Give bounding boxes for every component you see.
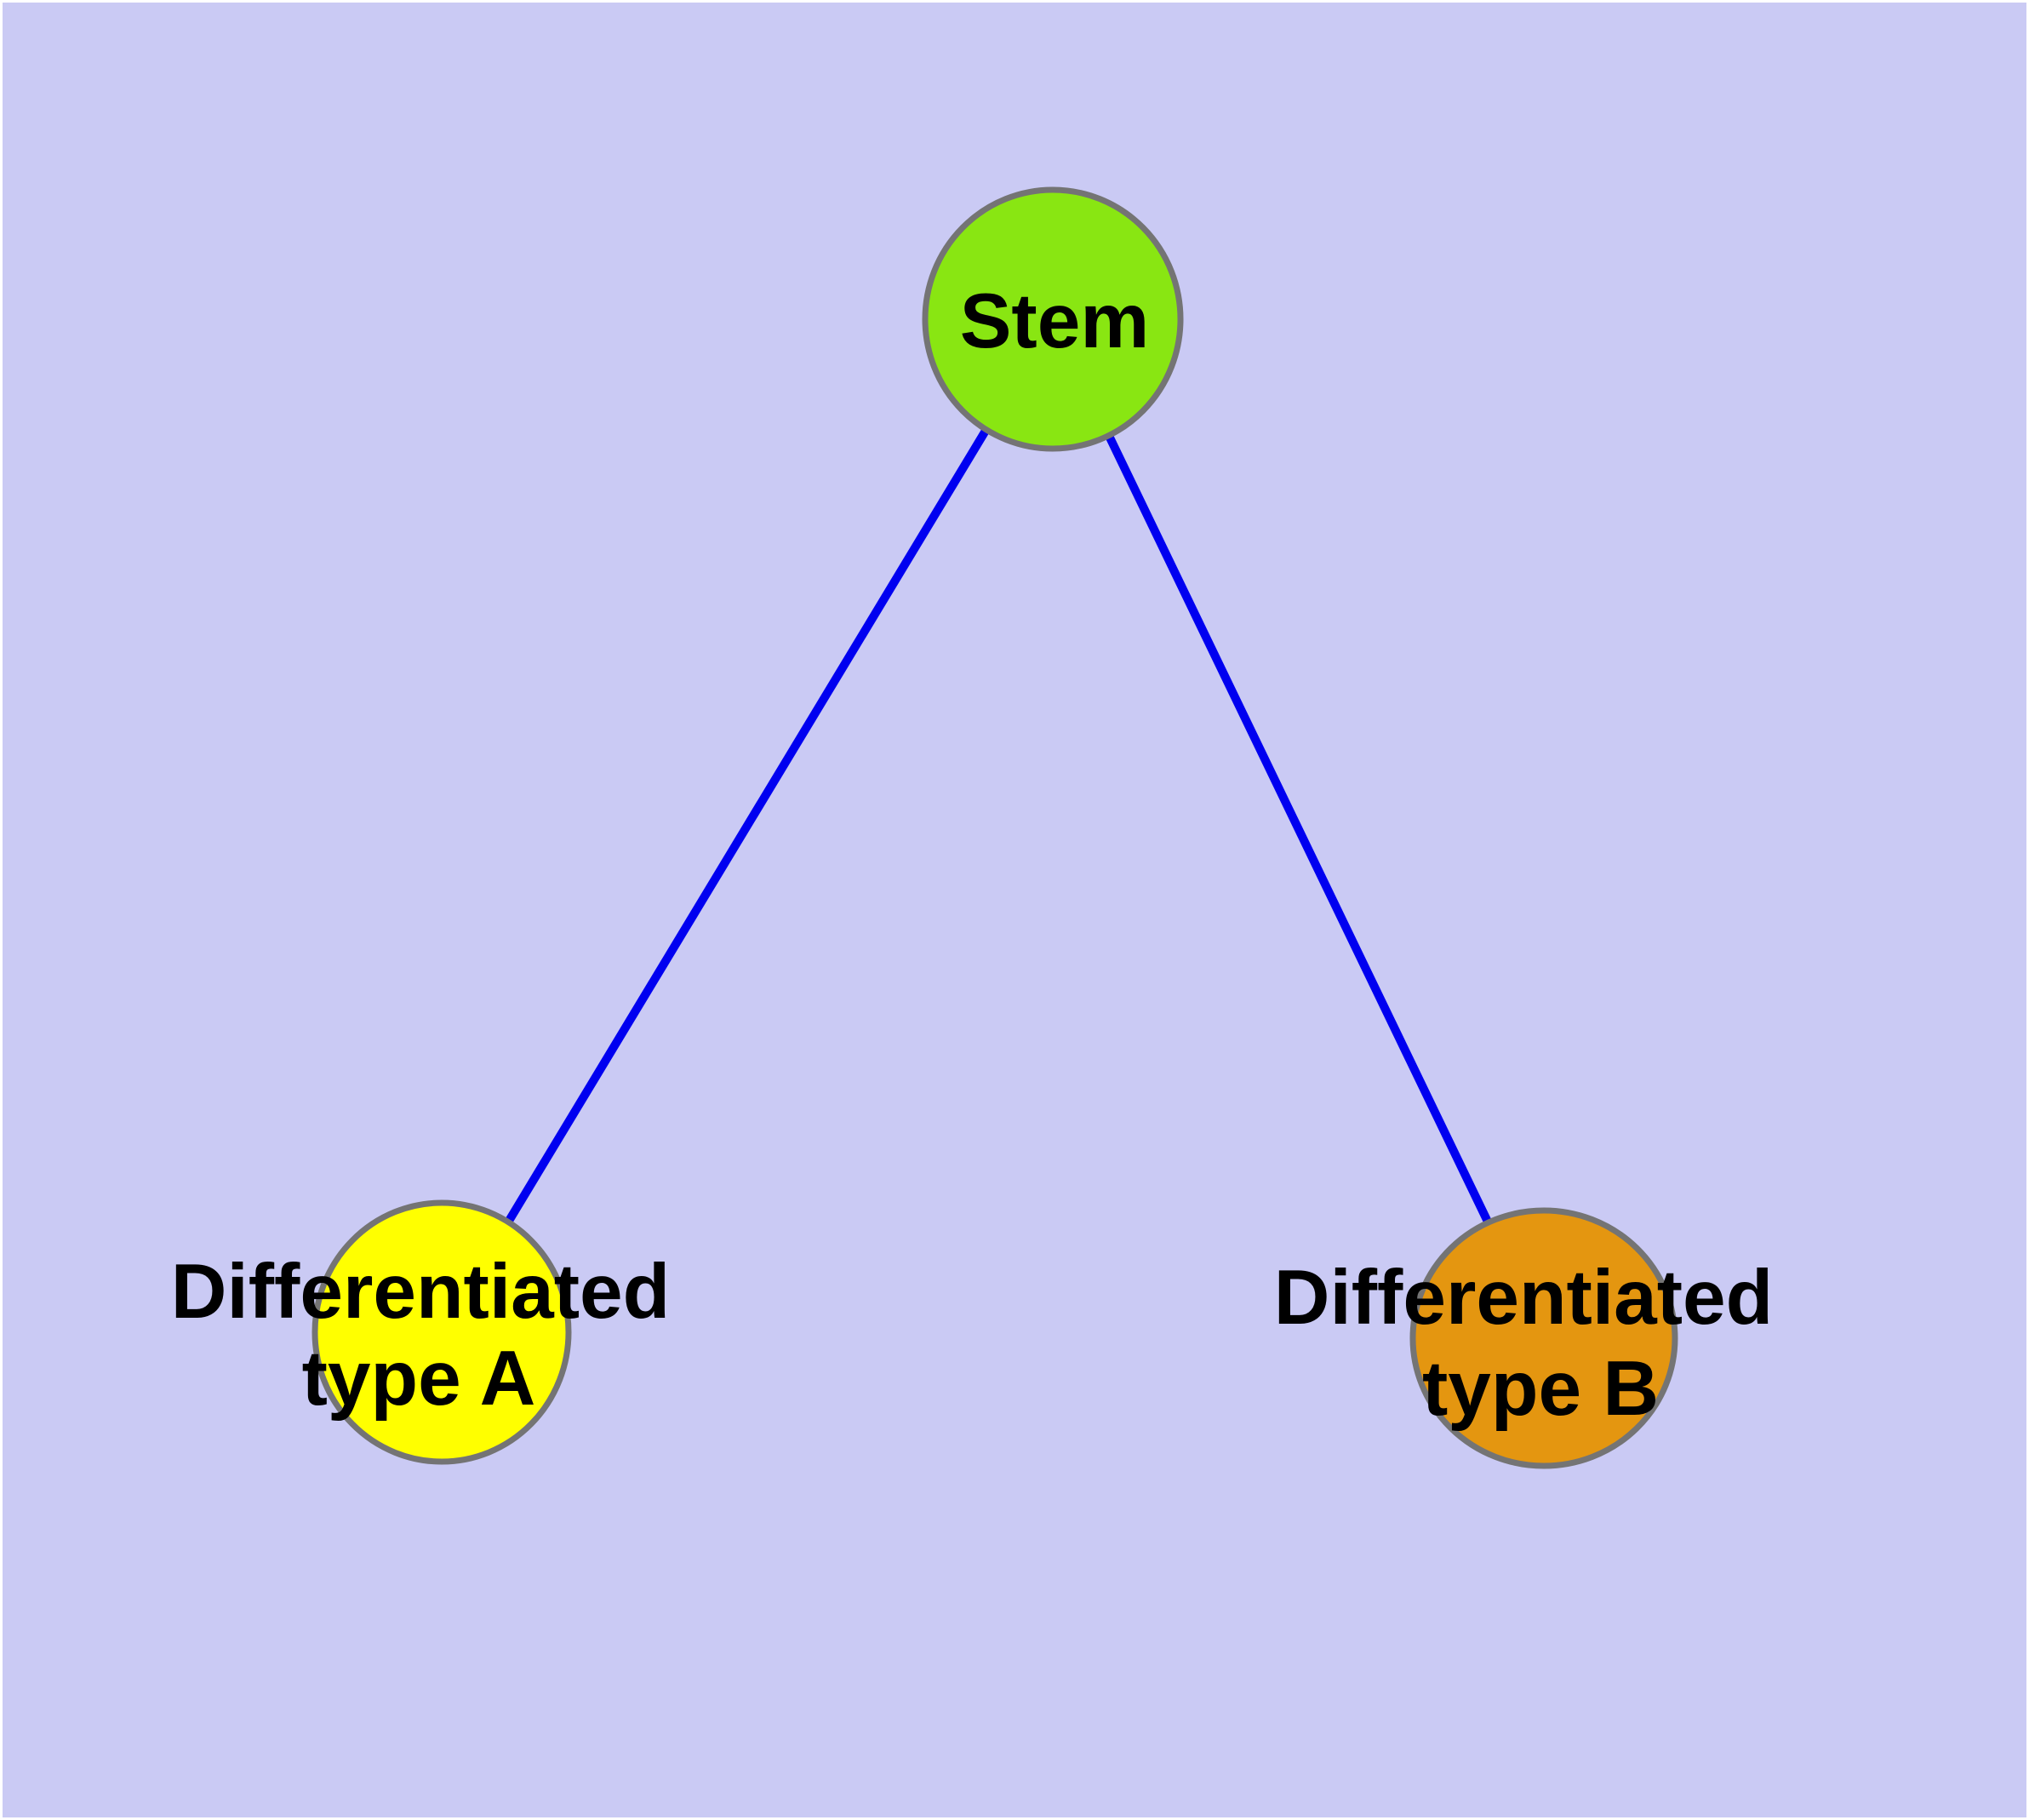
node-type-b-label-line1: Differentiated — [1274, 1255, 1774, 1341]
node-differentiated-type-a[interactable] — [311, 1199, 572, 1465]
node-type-a-label-line2: type A — [302, 1336, 536, 1422]
edge-stem-to-type-a[interactable] — [437, 317, 1057, 1335]
node-stem[interactable] — [922, 186, 1184, 452]
node-differentiated-type-b[interactable] — [1409, 1207, 1678, 1469]
node-stem-label: Stem — [960, 278, 1150, 364]
edge-stem-to-type-b[interactable] — [1049, 317, 1548, 1341]
node-type-a-label-line1: Differentiated — [171, 1249, 671, 1335]
node-type-b-label-line2: type B — [1422, 1346, 1659, 1432]
